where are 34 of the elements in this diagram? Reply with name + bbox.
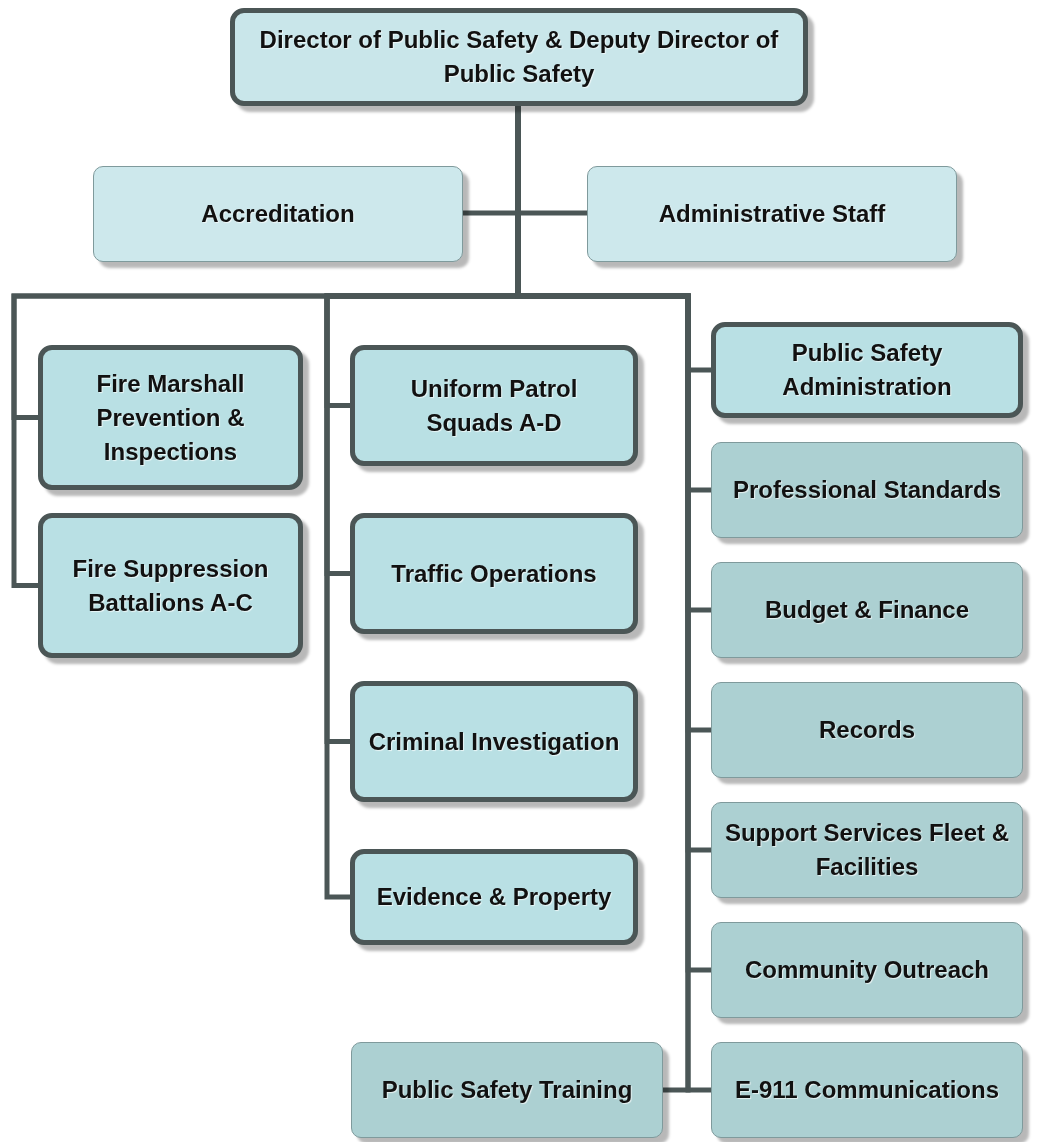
org-unit-box (351, 1042, 663, 1138)
org-unit-box (350, 849, 638, 945)
unit-name: Budget & Finance (765, 595, 969, 625)
unit-name: Public Safety Training (381, 1075, 633, 1105)
unit-name: Records (818, 715, 915, 745)
org-unit-box (230, 8, 808, 106)
org-unit-box (587, 166, 957, 262)
unit-name: Evidence & Property (376, 882, 612, 912)
unit-name: Fire Suppression Battalions A-C (71, 553, 270, 618)
unit-name: Fire Marshall Prevention & Inspections (95, 368, 246, 467)
unit-name: Director of Public Safety & Deputy Director of Public Safety (258, 25, 780, 89)
org-unit-box (350, 681, 638, 802)
unit-name: Support Services Fleet & Facilities (723, 818, 1011, 882)
unit-name: Community Outreach (745, 955, 989, 985)
org-unit-box (711, 562, 1023, 658)
unit-name: Uniform Patrol Squads A-D (409, 373, 579, 438)
unit-name: E-911 Communications (734, 1075, 1000, 1105)
org-unit-box (93, 166, 463, 262)
unit-name: Accreditation (201, 199, 355, 229)
org-unit-box (711, 802, 1023, 898)
unit-name: Public Safety Administration (781, 338, 953, 402)
unit-name: Traffic Operations (391, 558, 597, 589)
org-unit-box (38, 345, 303, 490)
unit-name: Criminal Investigation (368, 726, 620, 757)
org-unit-box (350, 513, 638, 634)
org-unit-box (711, 682, 1023, 778)
org-unit-box (711, 922, 1023, 1018)
org-unit-box (38, 513, 303, 658)
org-unit-box (711, 442, 1023, 538)
org-unit-box (711, 1042, 1023, 1138)
unit-name: Professional Standards (732, 475, 1002, 505)
org-unit-box (350, 345, 638, 466)
unit-name: Administrative Staff (658, 199, 886, 229)
org-unit-box (711, 322, 1023, 418)
